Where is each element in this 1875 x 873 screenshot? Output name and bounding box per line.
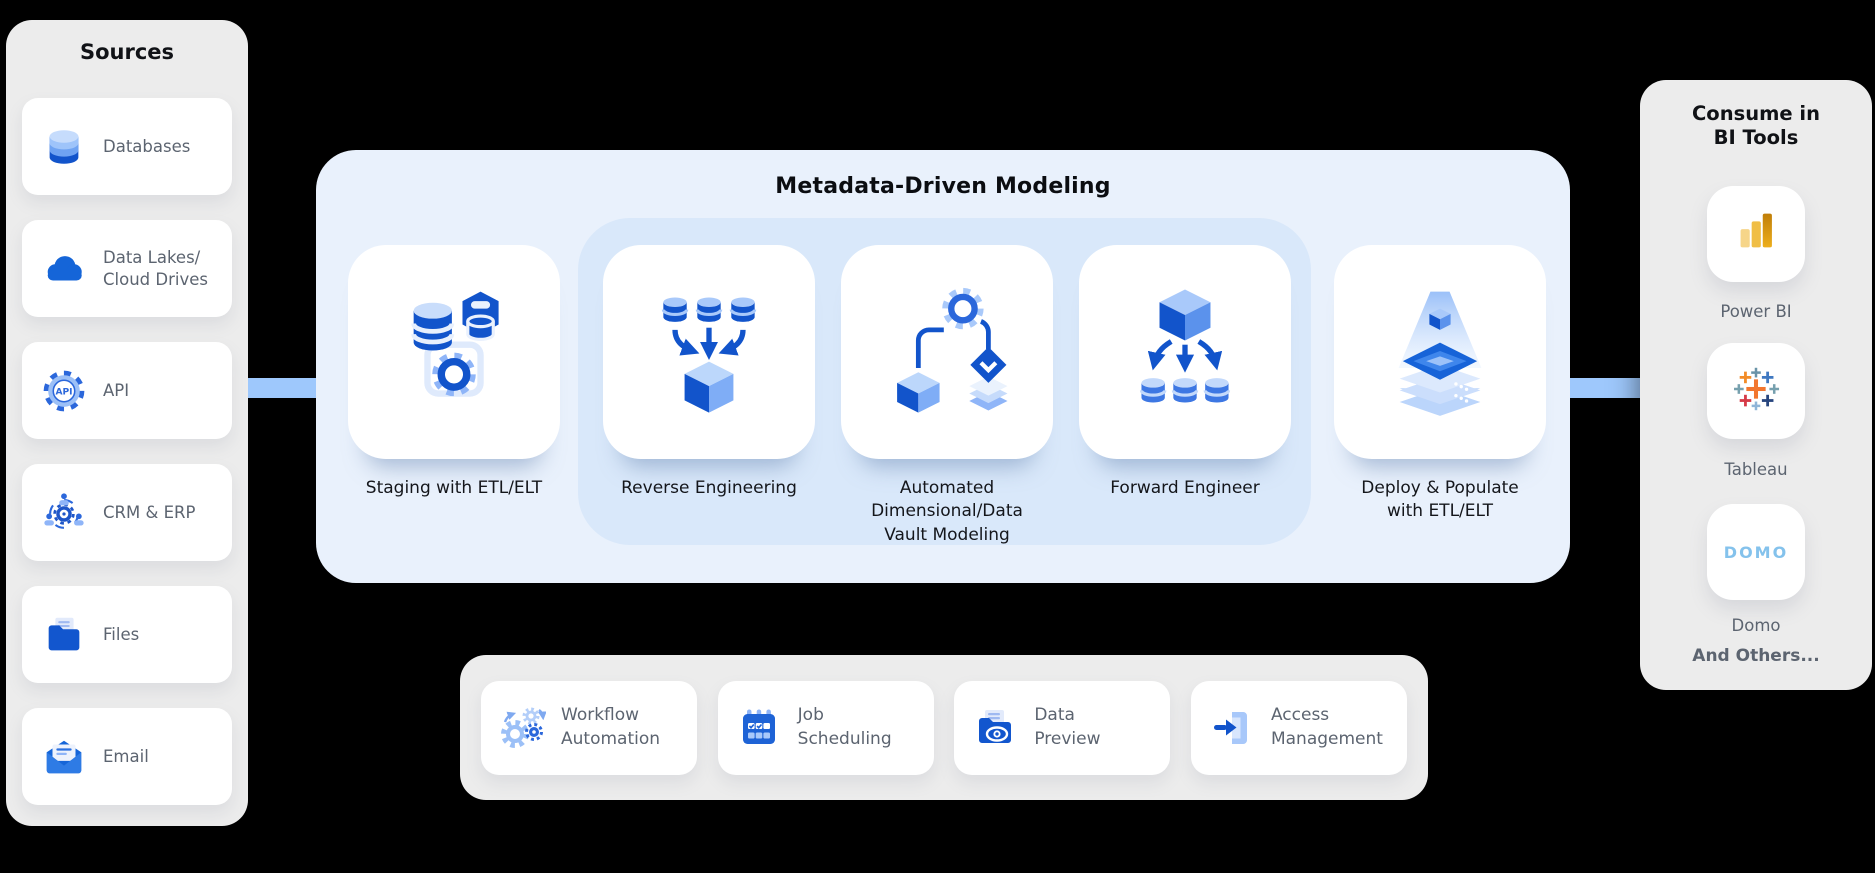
step-label-staging: Staging with ETL/ELT: [365, 478, 543, 498]
forward-engineer-icon: [1116, 281, 1254, 423]
feature-label: Job Scheduling: [797, 704, 892, 749]
power-bi-tile: [1707, 186, 1805, 282]
deploy-populate-icon: [1371, 281, 1509, 423]
databases-icon: [41, 124, 87, 170]
source-card-api: API API: [22, 342, 232, 439]
step-card-reverse-engineering: [603, 245, 815, 459]
step-label-reverse-engineering: Reverse Engineering: [621, 478, 797, 498]
features-bar: Workflow Automation Job Scheduling: [460, 655, 1428, 800]
svg-text:API: API: [55, 387, 72, 397]
feature-card-job-scheduling: Job Scheduling: [717, 680, 934, 775]
modeling-title: Metadata-Driven Modeling: [775, 174, 1111, 199]
step-card-forward-engineer: [1079, 245, 1291, 459]
api-icon: API: [41, 368, 87, 414]
tableau-tile: [1707, 343, 1805, 439]
bi-tools-footer: And Others...: [1692, 646, 1820, 666]
job-scheduling-icon: [735, 704, 783, 752]
domo-tile: DOMO: [1707, 504, 1805, 600]
tableau-label: Tableau: [1724, 460, 1788, 479]
staging-etl-icon: [385, 281, 523, 423]
source-label: API: [103, 380, 130, 400]
source-label: Databases: [103, 136, 191, 156]
source-card-data-lakes: Data Lakes/ Cloud Drives: [22, 220, 232, 317]
source-label: Files: [103, 624, 140, 644]
source-label: Data Lakes/ Cloud Drives: [103, 247, 208, 289]
connector-sources-to-modeling: [248, 378, 316, 398]
step-card-staging: [348, 245, 560, 459]
power-bi-label: Power BI: [1720, 302, 1792, 321]
step-label-forward-engineer: Forward Engineer: [1110, 478, 1260, 498]
step-card-deploy-populate: [1334, 245, 1546, 459]
access-management-icon: [1208, 704, 1256, 752]
feature-label: Workflow Automation: [561, 704, 661, 749]
step-card-dimensional-modeling: [841, 245, 1053, 459]
source-card-files: Files: [22, 586, 232, 683]
source-label: CRM & ERP: [103, 502, 196, 522]
bi-tools-panel: Consume in BI Tools Power BI: [1640, 80, 1872, 690]
workflow-automation-icon: [498, 704, 547, 752]
power-bi-icon: [1729, 205, 1783, 263]
sources-list: Databases Data Lakes/ Cloud Drives API: [22, 98, 232, 805]
step-label-deploy-populate: Deploy & Populate with ETL/ELT: [1361, 478, 1519, 522]
reverse-engineering-icon: [640, 281, 778, 423]
sources-title: Sources: [79, 40, 175, 64]
modeling-panel: Metadata-Driven Modeling: [316, 150, 1570, 583]
dimensional-modeling-icon: [878, 281, 1016, 423]
crm-erp-icon: [41, 490, 87, 536]
domo-icon: DOMO: [1723, 542, 1789, 562]
tableau-icon: [1729, 362, 1783, 420]
files-icon: [41, 612, 87, 658]
data-preview-icon: [971, 704, 1019, 752]
sources-panel: Sources Databases Data Lakes/ Cloud Dr: [6, 20, 248, 826]
feature-card-access-management: Access Management: [1190, 680, 1407, 775]
email-icon: [41, 734, 87, 780]
source-card-crm-erp: CRM & ERP: [22, 464, 232, 561]
data-lakes-cloud-icon: [41, 246, 87, 292]
feature-card-workflow-automation: Workflow Automation: [481, 680, 697, 775]
source-label: Email: [103, 746, 149, 766]
feature-label: Access Management: [1270, 704, 1383, 749]
step-label-dimensional-modeling: Automated Dimensional/Data Vault Modelin…: [871, 478, 1023, 545]
feature-card-data-preview: Data Preview: [954, 680, 1171, 775]
source-card-databases: Databases: [22, 98, 232, 195]
feature-label: Data Preview: [1034, 704, 1101, 749]
connector-modeling-to-bi: [1570, 378, 1640, 398]
domo-label: Domo: [1731, 616, 1781, 635]
bi-tools-title: Consume in BI Tools: [1692, 102, 1820, 150]
source-card-email: Email: [22, 708, 232, 805]
